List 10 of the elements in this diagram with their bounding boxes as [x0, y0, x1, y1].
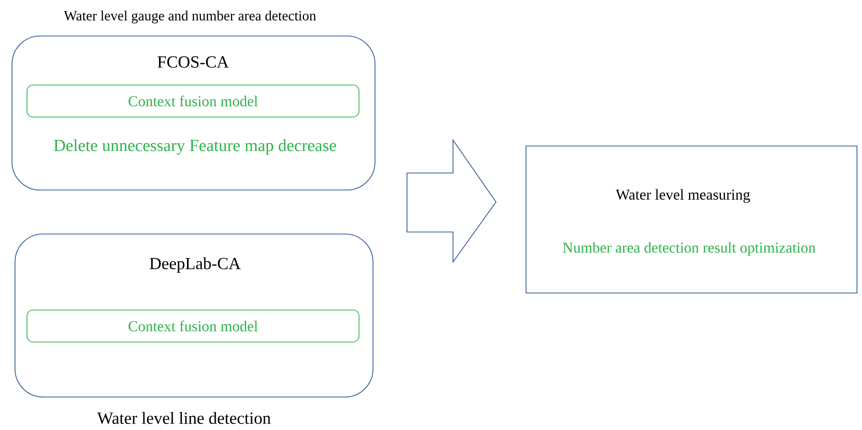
- box-title: Water level measuring: [616, 189, 750, 203]
- box-text: Number area detection result optimization: [562, 242, 816, 256]
- block-arrow: [406, 138, 496, 264]
- box-text: Delete unnecessary Feature map decrease: [54, 139, 336, 155]
- box-title: DeepLab-CA: [150, 257, 241, 273]
- box-title: FCOS-CA: [158, 56, 229, 68]
- box-label: Water level line detection: [97, 412, 271, 424]
- box-text: Context fusion model: [128, 320, 258, 332]
- heading: Water level gauge and number area detection: [64, 10, 316, 24]
- box-text: Context fusion model: [128, 96, 258, 106]
